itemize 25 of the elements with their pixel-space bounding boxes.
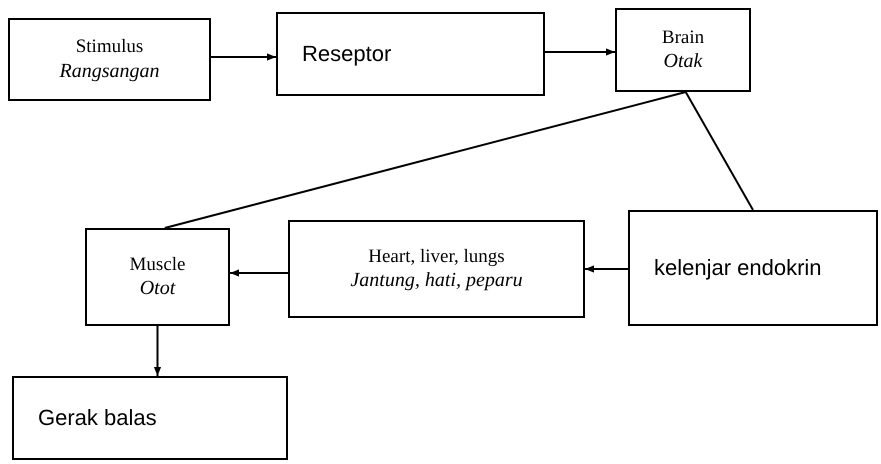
connector-line — [684, 92, 754, 210]
handwritten-text: Gerak balas — [38, 404, 157, 432]
arrow — [545, 48, 615, 56]
malay-label: Jantung, hati, peparu — [350, 268, 523, 294]
handwritten-text: kelenjar endokrin — [654, 254, 822, 282]
connector-line — [164, 91, 686, 229]
arrow — [585, 265, 628, 273]
handwritten-text: Reseptor — [302, 40, 392, 68]
malay-label: Otot — [140, 276, 176, 302]
process-box — [628, 210, 878, 326]
arrow — [230, 269, 288, 277]
english-label: Brain — [662, 26, 704, 50]
process-box — [615, 8, 751, 92]
process-box — [276, 12, 545, 96]
english-label: Stimulus — [76, 35, 144, 59]
process-box — [12, 376, 288, 460]
english-label: Heart, liver, lungs — [368, 244, 505, 268]
process-box — [85, 228, 230, 326]
malay-label: Rangsangan — [60, 58, 160, 84]
arrow — [211, 53, 276, 61]
arrow — [154, 326, 162, 376]
process-box — [8, 18, 211, 101]
english-label: Muscle — [130, 252, 186, 276]
process-box — [288, 220, 585, 318]
malay-label: Otak — [664, 49, 702, 74]
